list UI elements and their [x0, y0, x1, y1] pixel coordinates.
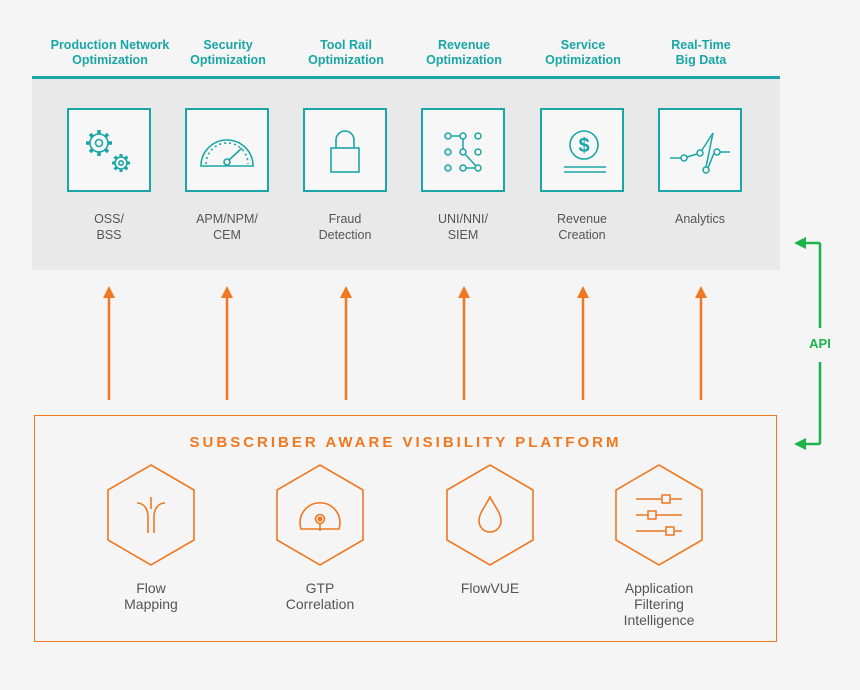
module-label-gtp-correlation: GTP Correlation [285, 580, 355, 612]
tool-box-fraud [303, 108, 387, 192]
category-production-network: Production Network Optimization [50, 38, 170, 67]
arrow-up-siem [458, 286, 470, 400]
droplet-icon [446, 464, 534, 566]
api-bracket [794, 237, 822, 450]
radar-icon [276, 464, 364, 566]
node-grid-icon [444, 132, 482, 172]
tool-label-revenue: Revenue Creation [556, 212, 608, 242]
arrow-up-analytics [695, 286, 707, 400]
category-service: Service Optimization [545, 38, 621, 67]
tool-label-analytics: Analytics [674, 212, 726, 226]
flow-split-icon [107, 464, 195, 566]
gauge-icon [200, 139, 254, 167]
module-label-flowvue: FlowVUE [460, 580, 520, 596]
tool-label-siem: UNI/NNI/ SIEM [438, 212, 488, 242]
api-label: API [809, 336, 831, 351]
tool-box-revenue: $ [540, 108, 624, 192]
line-chart-icon [670, 132, 730, 174]
tool-box-apm [185, 108, 269, 192]
tool-label-apm: APM/NPM/ CEM [196, 212, 258, 242]
tool-box-analytics [658, 108, 742, 192]
visibility-platform-box [34, 415, 777, 642]
tools-panel [32, 79, 780, 270]
arrow-up-fraud [340, 286, 352, 400]
gears-icon [86, 130, 130, 172]
module-label-flow-mapping: Flow Mapping [124, 580, 178, 612]
category-big-data: Real-Time Big Data [671, 38, 731, 67]
dollar-icon: $ [564, 130, 606, 173]
arrow-up-revenue [577, 286, 589, 400]
platform-title: SUBSCRIBER AWARE VISIBILITY PLATFORM [189, 434, 622, 451]
category-tool-rail: Tool Rail Optimization [308, 38, 384, 67]
arrow-up-oss [103, 286, 115, 400]
arrow-up-apm [221, 286, 233, 400]
category-security: Security Optimization [190, 38, 266, 67]
category-divider [32, 76, 780, 79]
sliders-icon [615, 464, 703, 566]
tool-label-fraud: Fraud Detection [318, 212, 372, 242]
svg-text:$: $ [578, 135, 589, 157]
category-revenue: Revenue Optimization [426, 38, 502, 67]
module-label-app-filtering: Application Filtering Intelligence [623, 580, 695, 628]
tool-box-oss-bss [67, 108, 151, 192]
tool-label-oss-bss: OSS/ BSS [94, 212, 124, 242]
lock-icon [330, 130, 360, 173]
tool-box-siem [421, 108, 505, 192]
